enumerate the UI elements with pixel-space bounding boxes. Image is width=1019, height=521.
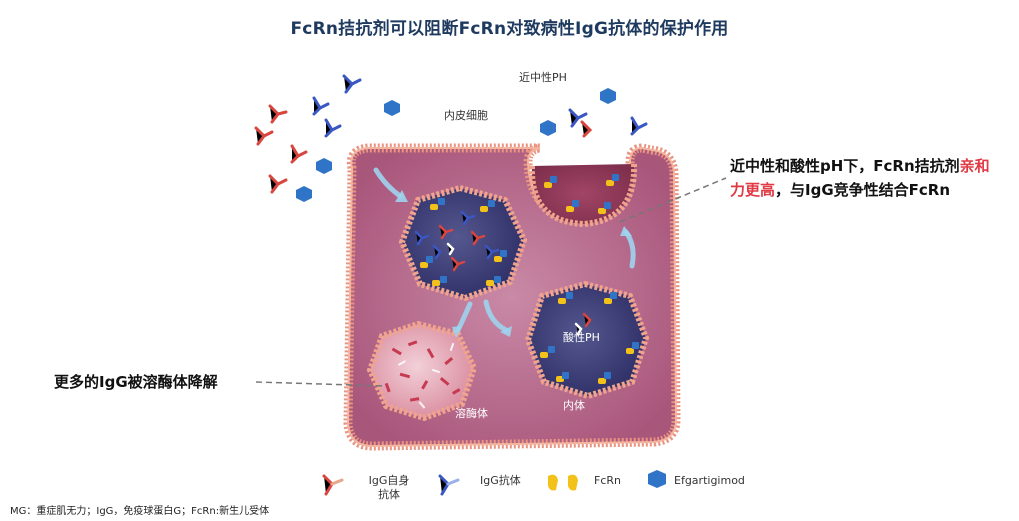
callout-right-part1: 近中性和酸性pH下，FcRn拮抗剂 [730, 157, 960, 175]
lysosome [366, 320, 478, 422]
near-neutral-ph-label: 近中性PH [519, 70, 567, 84]
page-title: FcRn拮抗剂可以阻断FcRn对致病性IgG抗体的保护作用 [290, 19, 729, 39]
legend-label-fcrn: FcRn [594, 474, 621, 487]
igg-antibody-icon [438, 474, 460, 496]
fcrn-icon [548, 474, 578, 491]
endosome-label: 内体 [563, 398, 585, 412]
endothelial-cell-label: 内皮细胞 [444, 108, 488, 122]
endosome-antibodies [414, 210, 592, 336]
legend-label-efgartigimod: Efgartigimod [674, 474, 745, 487]
callout-right: 近中性和酸性pH下，FcRn拮抗剂亲和力更高，与IgG竞争性结合FcRn [730, 154, 1002, 202]
footnote: MG：重症肌无力；IgG，免疫球蛋白G；FcRn:新生儿受体 [10, 506, 270, 517]
callout-left: 更多的IgG被溶酶体降解 [54, 373, 218, 391]
bound-receptors [420, 174, 639, 384]
callout-line-left [255, 381, 385, 387]
arrow-heads [395, 190, 632, 338]
endosome-neutral [398, 184, 528, 302]
legend-label-autoantibody: IgG自身 抗体 [368, 474, 410, 501]
lysosome-label: 溶酶体 [455, 406, 488, 420]
callout-right-highlight: 亲和力更高 [730, 157, 990, 199]
efgartigimod-icon [648, 470, 666, 488]
callout-right-part2: ，与IgG竞争性结合FcRn [775, 181, 951, 199]
callout-line-right [619, 177, 727, 223]
legend-label-igg-antibody: IgG抗体 [480, 474, 521, 487]
acidic-ph-label: 酸性PH [563, 330, 600, 344]
autoantibody-icon [322, 474, 344, 496]
extracellular-efgartigimod [296, 88, 616, 202]
extracellular-antibodies [254, 74, 648, 194]
endosome-acidic [524, 280, 650, 400]
